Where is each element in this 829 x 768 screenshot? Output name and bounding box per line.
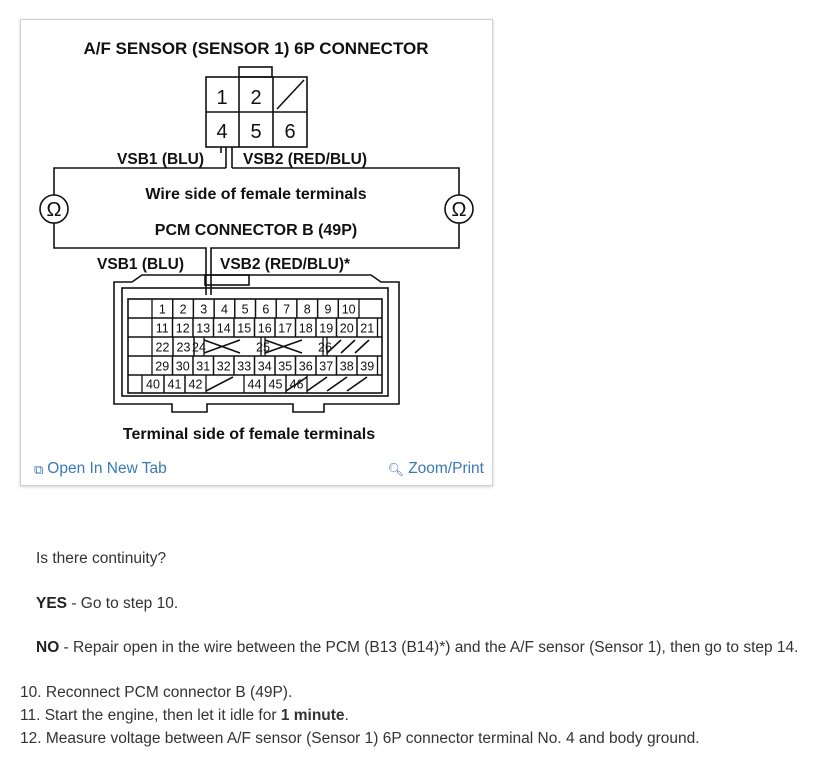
external-window-icon: ⧉ — [34, 461, 44, 477]
pcm-terminal-29: 29 — [155, 360, 169, 374]
pcm-terminal-23: 23 — [177, 341, 191, 355]
pcm-terminal-32: 32 — [217, 360, 231, 374]
pcm-terminal-4: 4 — [221, 303, 228, 317]
pcm-terminal-31: 31 — [196, 360, 210, 374]
pcm-terminal-42: 42 — [189, 378, 203, 392]
pcm-connector-latch — [204, 274, 250, 286]
pcm-terminal-7: 7 — [283, 303, 290, 317]
pcm-terminal-3: 3 — [200, 303, 207, 317]
pcm-terminal-17: 17 — [278, 322, 292, 336]
step-text: Reconnect PCM connector B (49P). — [45, 684, 293, 701]
yes-label: YES — [36, 595, 68, 612]
ohm-meter-left-icon: Ω — [47, 199, 62, 221]
pcm-terminal-10: 10 — [342, 303, 356, 317]
af-terminal-5: 5 — [250, 121, 261, 143]
pcm-terminal-46: 46 — [290, 378, 304, 392]
pcm-terminal-9: 9 — [324, 303, 331, 317]
pcm-terminal-5: 5 — [242, 303, 249, 317]
pcm-terminal-41: 41 — [168, 378, 182, 392]
yes-text: - Go to step 10. — [67, 595, 179, 612]
no-label: NO — [36, 639, 60, 656]
vsb1-bottom-label: VSB1 (BLU) — [97, 256, 184, 273]
step-text: Start the engine, then let it idle for — [44, 707, 281, 724]
terminal-side-label: Terminal side of female terminals — [123, 426, 375, 443]
pcm-terminal-15: 15 — [237, 322, 251, 336]
vsb2-top-label: VSB2 (RED/BLU) — [243, 151, 367, 168]
pcm-terminal-19: 19 — [319, 322, 333, 336]
step-suffix: . — [344, 707, 349, 724]
pcm-terminal-18: 18 — [299, 322, 313, 336]
ohm-meter-right-icon: Ω — [452, 199, 467, 221]
pcm-terminal-44: 44 — [248, 378, 262, 392]
no-text: - Repair open in the wire between the PC… — [59, 639, 799, 656]
pcm-connector-shell — [113, 274, 400, 413]
pcm-terminal-13: 13 — [196, 322, 210, 336]
af-terminal-6: 6 — [284, 121, 295, 143]
zoom-print-link[interactable]: 🔍︎ Zoom/Print — [388, 460, 484, 478]
pcm-terminal-14: 14 — [217, 322, 231, 336]
step-number: 10. — [20, 684, 42, 701]
pcm-connector-title: PCM CONNECTOR B (49P) — [155, 222, 357, 239]
pcm-terminal-2: 2 — [180, 303, 187, 317]
pcm-terminal-45: 45 — [269, 378, 283, 392]
pcm-terminal-22: 22 — [156, 341, 170, 355]
pcm-terminal-11: 11 — [156, 322, 169, 336]
continuity-question: Is there continuity? — [36, 550, 167, 567]
af-terminal-2: 2 — [250, 87, 261, 109]
pcm-terminal-1: 1 — [159, 303, 166, 317]
af-terminal-4: 4 — [216, 121, 227, 143]
open-new-tab-link[interactable]: ⧉ Open In New Tab — [34, 460, 167, 478]
pcm-terminal-21: 21 — [360, 322, 374, 336]
pcm-terminal-26: 26 — [318, 341, 332, 355]
no-answer: NO - Repair open in the wire between the… — [36, 639, 798, 657]
wire-side-label: Wire side of female terminals — [145, 186, 366, 203]
pcm-terminal-12: 12 — [176, 322, 190, 336]
diagram-title: A/F SENSOR (SENSOR 1) 6P CONNECTOR — [83, 39, 428, 58]
figure-toolbar: ⧉ Open In New Tab 🔍︎ Zoom/Print — [21, 456, 492, 484]
vsb2-bottom-label: VSB2 (RED/BLU)* — [220, 256, 351, 273]
af-terminal-1: 1 — [216, 87, 227, 109]
pcm-terminal-33: 33 — [237, 360, 251, 374]
pcm-terminal-39: 39 — [360, 360, 374, 374]
pcm-terminal-35: 35 — [278, 360, 292, 374]
open-new-tab-label: Open In New Tab — [47, 460, 167, 477]
zoom-print-label: Zoom/Print — [408, 460, 484, 477]
pcm-terminal-37: 37 — [319, 360, 333, 374]
pcm-terminal-34: 34 — [258, 360, 272, 374]
connector-diagram: A/F SENSOR (SENSOR 1) 6P CONNECTOR 1 2 4… — [39, 39, 474, 443]
pcm-terminal-6: 6 — [262, 303, 269, 317]
yes-answer: YES - Go to step 10. — [36, 595, 178, 613]
magnifier-icon: 🔍︎ — [387, 461, 405, 477]
step-bold: 1 minute — [280, 707, 345, 724]
step-text: Measure voltage between A/F sensor (Sens… — [45, 730, 700, 747]
pcm-terminal-8: 8 — [304, 303, 311, 317]
steps-list: 10. Reconnect PCM connector B (49P). 11.… — [20, 683, 700, 752]
pcm-terminal-25: 25 — [256, 341, 270, 355]
vsb1-top-label: VSB1 (BLU) — [117, 151, 204, 168]
af-connector-latch — [238, 66, 273, 78]
step-item: 12. Measure voltage between A/F sensor (… — [20, 729, 700, 752]
pcm-terminal-24: 24 — [192, 341, 206, 355]
pcm-terminal-36: 36 — [299, 360, 313, 374]
diagram-figure: A/F SENSOR (SENSOR 1) 6P CONNECTOR 1 2 4… — [20, 19, 493, 486]
step-item: 11. Start the engine, then let it idle f… — [20, 706, 700, 729]
step-number: 12. — [20, 730, 42, 747]
pcm-terminal-40: 40 — [146, 378, 160, 392]
pcm-terminal-38: 38 — [340, 360, 354, 374]
pcm-terminal-16: 16 — [258, 322, 272, 336]
step-item: 10. Reconnect PCM connector B (49P). — [20, 683, 700, 706]
pcm-terminal-20: 20 — [340, 322, 354, 336]
step-number: 11. — [20, 707, 41, 724]
pcm-terminal-30: 30 — [176, 360, 190, 374]
